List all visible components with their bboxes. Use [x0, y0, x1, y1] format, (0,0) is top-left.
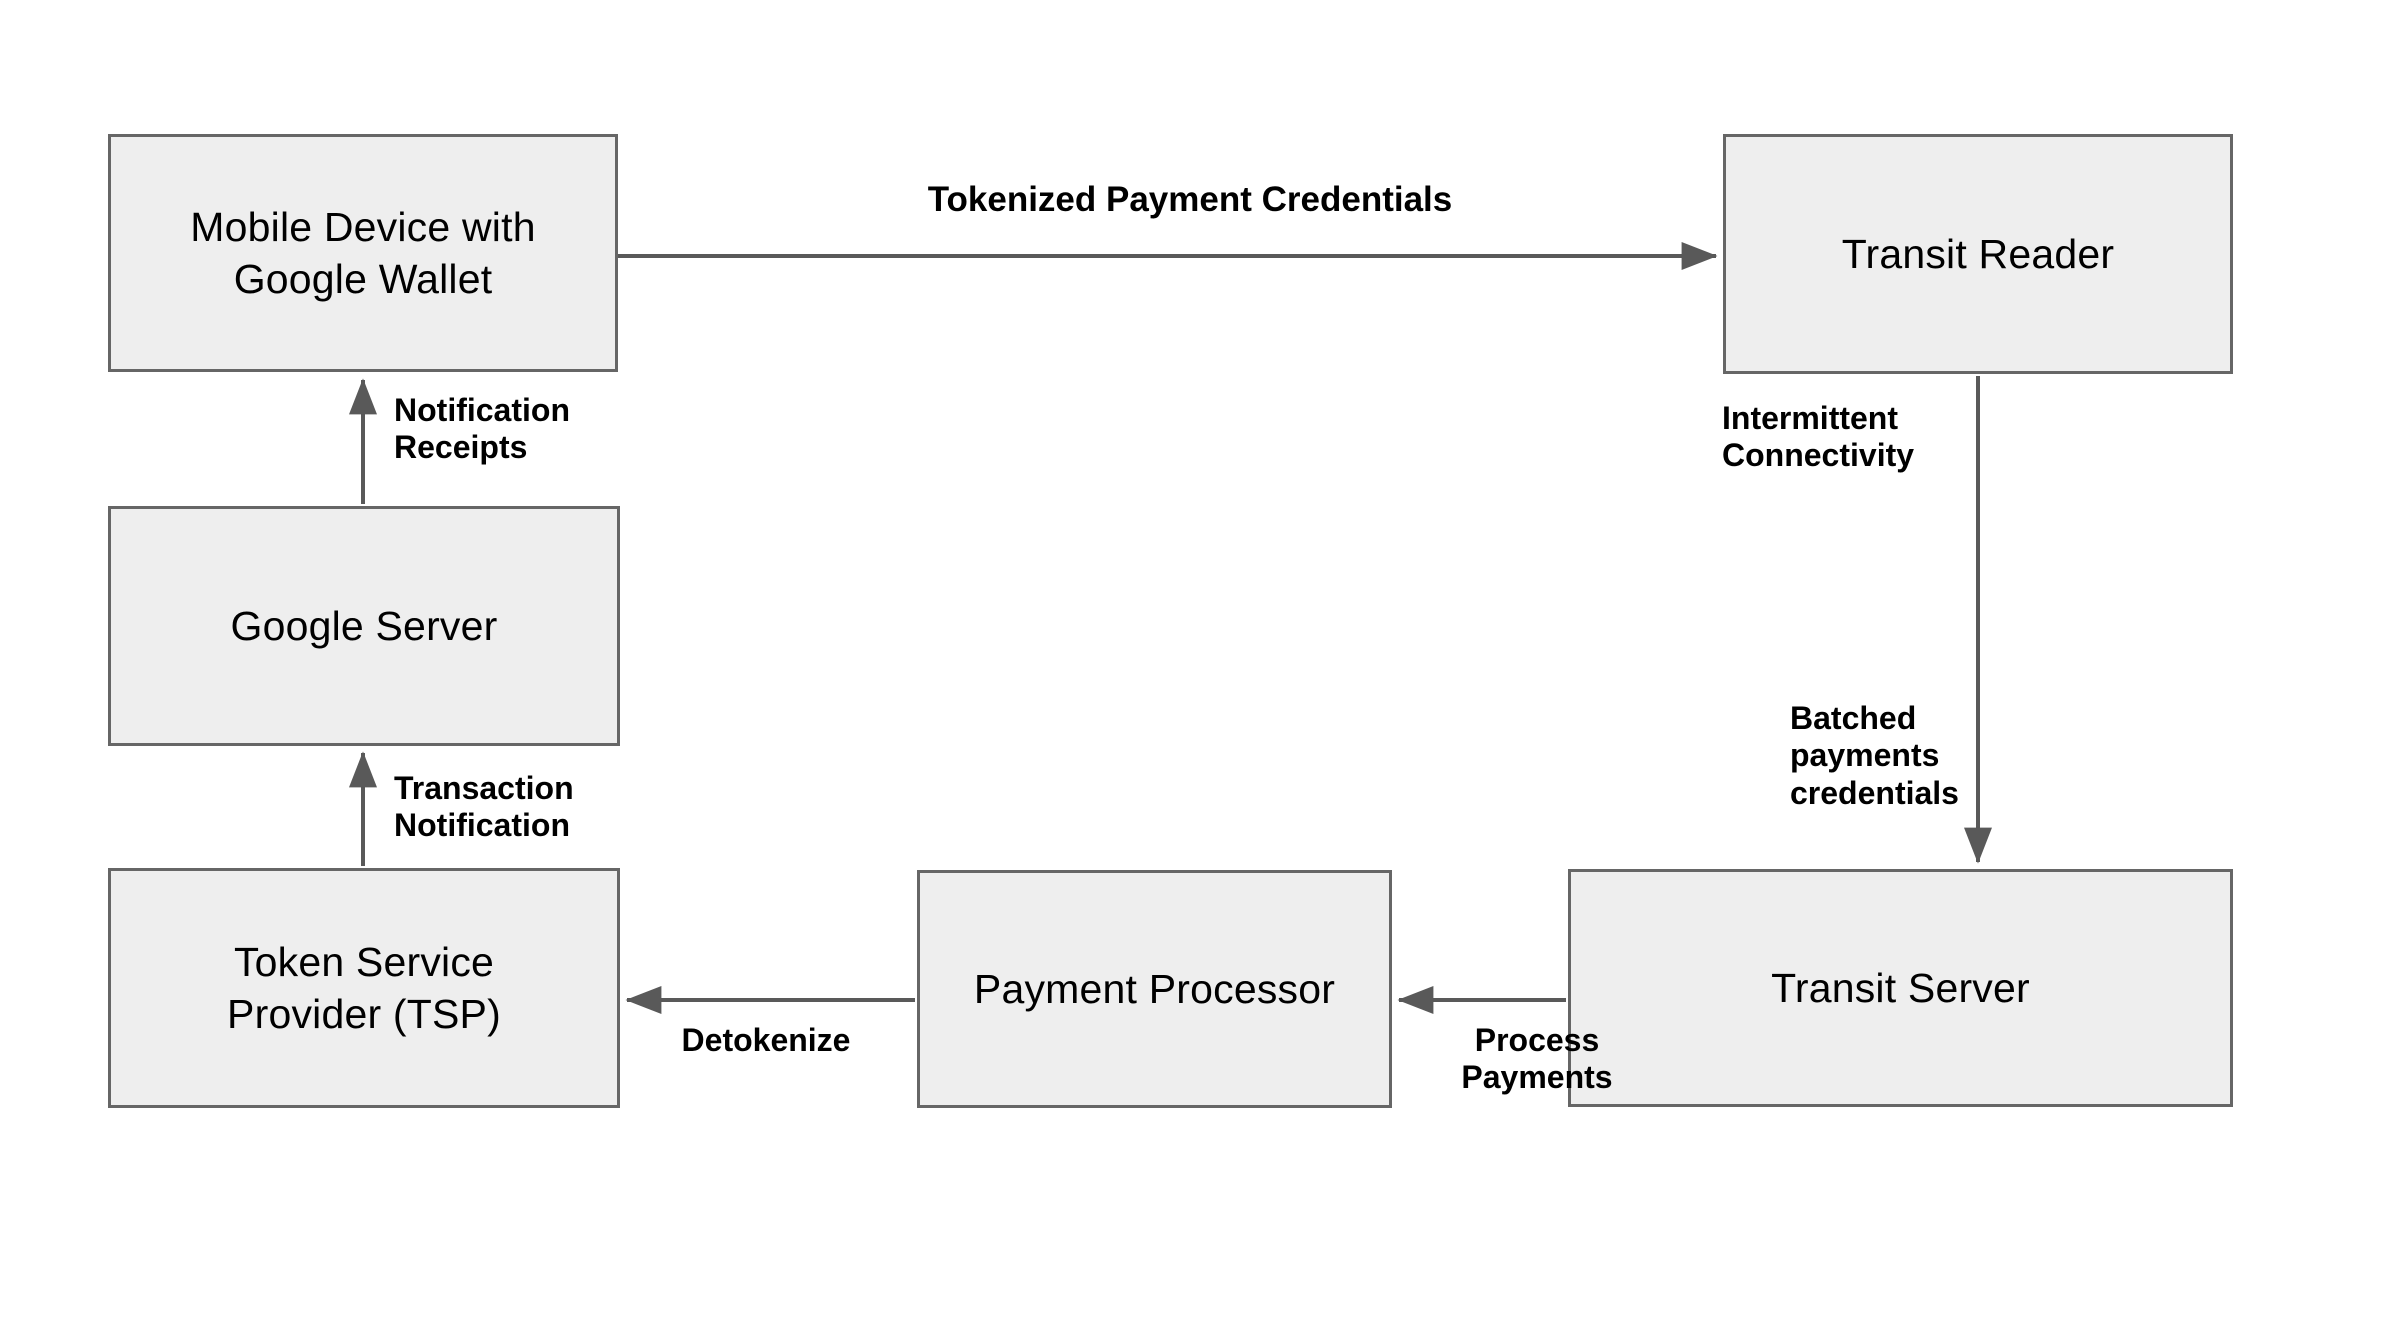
edge-label-notification-receipts: Notification Receipts	[394, 392, 570, 466]
edge-label-transaction-notification: Transaction Notification	[394, 770, 574, 844]
node-mobile-device[interactable]: Mobile Device with Google Wallet	[108, 134, 618, 372]
node-google-server[interactable]: Google Server	[108, 506, 620, 746]
edge-label-process-payments: Process Payments	[1461, 1022, 1613, 1096]
edge-label-batched-payments-credentials: Batched payments credentials	[1790, 700, 1959, 811]
edge-label-intermittent-connectivity: Intermittent Connectivity	[1722, 400, 1915, 474]
node-transit-reader[interactable]: Transit Reader	[1723, 134, 2233, 374]
edge-label-detokenize: Detokenize	[681, 1022, 851, 1058]
edge-label-tokenized-payment-credentials: Tokenized Payment Credentials	[927, 180, 1453, 219]
node-token-service-provider[interactable]: Token Service Provider (TSP)	[108, 868, 620, 1108]
node-transit-server[interactable]: Transit Server	[1568, 869, 2233, 1107]
node-payment-processor[interactable]: Payment Processor	[917, 870, 1392, 1108]
